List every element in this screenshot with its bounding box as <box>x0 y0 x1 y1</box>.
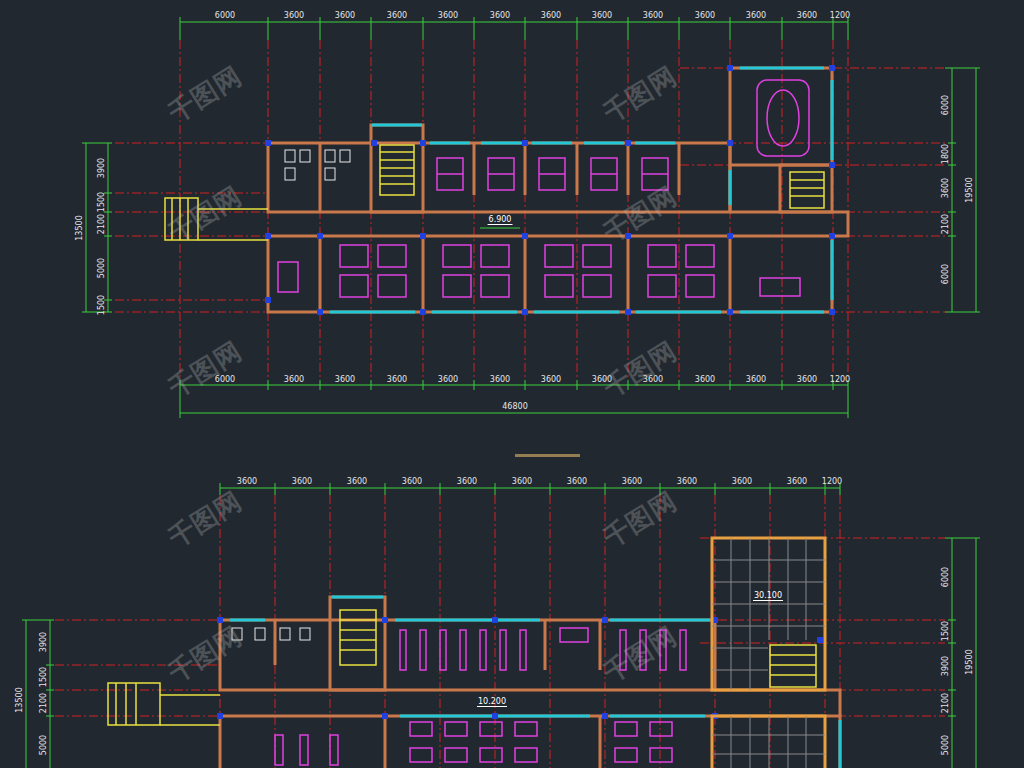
dimension-text: 3600 <box>746 375 766 384</box>
dimension-text: 5000 <box>97 258 106 278</box>
dimension-text: 3600 <box>695 11 715 20</box>
dimension-text: 3600 <box>387 375 407 384</box>
dimension-text: 2100 <box>941 214 950 234</box>
dimension-text: 1500 <box>39 667 48 687</box>
dimension-text: 3600 <box>237 477 257 486</box>
dimension-text: 19500 <box>965 649 974 674</box>
elevation-mark: 6.900 <box>488 215 513 225</box>
watermark: 千图网 <box>598 619 683 690</box>
dimension-text: 3600 <box>541 11 561 20</box>
dimension-text: 13500 <box>15 687 24 712</box>
dimension-text: 13500 <box>75 215 84 240</box>
dimension-text: 3600 <box>438 375 458 384</box>
dimension-text: 6000 <box>941 95 950 115</box>
dimension-text: 3600 <box>490 375 510 384</box>
dimension-text: 3600 <box>732 477 752 486</box>
dimension-text: 6000 <box>941 264 950 284</box>
dimension-text: 3600 <box>387 11 407 20</box>
dimension-text: 3600 <box>677 477 697 486</box>
dimension-text: 3600 <box>746 11 766 20</box>
elevation-mark: 10.200 <box>477 697 507 707</box>
dimension-text: 3600 <box>643 11 663 20</box>
dimension-text: 5000 <box>39 735 48 755</box>
dimension-text: 3600 <box>284 375 304 384</box>
watermark: 千图网 <box>163 59 248 130</box>
dimension-text: 6000 <box>941 567 950 587</box>
dimension-text: 2100 <box>97 214 106 234</box>
dimension-text: 3600 <box>941 178 950 198</box>
dimension-text: 3600 <box>567 477 587 486</box>
dimension-text: 3900 <box>941 656 950 676</box>
dimension-text: 1500 <box>941 621 950 641</box>
dimension-text: 3600 <box>512 477 532 486</box>
dimension-text: 1200 <box>822 477 842 486</box>
watermark: 千图网 <box>598 179 683 250</box>
dimension-text: 1500 <box>97 192 106 212</box>
dimension-text: 3600 <box>284 11 304 20</box>
dimension-text: 1200 <box>830 11 850 20</box>
dimension-text: 1500 <box>97 295 106 315</box>
elevation-mark: 30.100 <box>753 591 783 601</box>
dimension-text: 3600 <box>797 375 817 384</box>
dimension-text: 3900 <box>97 158 106 178</box>
dimension-text: 3600 <box>622 477 642 486</box>
watermark: 千图网 <box>598 484 683 555</box>
watermark: 千图网 <box>163 619 248 690</box>
watermark: 千图网 <box>598 59 683 130</box>
dimension-text: 3600 <box>402 477 422 486</box>
watermark: 千图网 <box>163 179 248 250</box>
watermark: 千图网 <box>163 334 248 405</box>
dimension-text: 3600 <box>797 11 817 20</box>
dimension-text: 3600 <box>335 375 355 384</box>
dimension-text: 19500 <box>965 177 974 202</box>
dimension-text: 3600 <box>787 477 807 486</box>
dimension-text: 1200 <box>830 375 850 384</box>
dimension-text: 6000 <box>215 11 235 20</box>
watermark: 千图网 <box>598 334 683 405</box>
dimension-text: 2100 <box>941 693 950 713</box>
dimension-text: 3900 <box>39 632 48 652</box>
dimension-text: 3600 <box>438 11 458 20</box>
dimension-text: 46800 <box>502 402 527 411</box>
dimension-text: 1800 <box>941 144 950 164</box>
dimension-text: 3600 <box>592 11 612 20</box>
dimension-text: 3600 <box>335 11 355 20</box>
dimension-text: 3600 <box>292 477 312 486</box>
dimension-text: 3600 <box>695 375 715 384</box>
dimension-text: 5000 <box>941 735 950 755</box>
watermark: 千图网 <box>163 484 248 555</box>
dimension-text: 3600 <box>541 375 561 384</box>
dimension-text: 3600 <box>457 477 477 486</box>
dimension-text: 2100 <box>39 693 48 713</box>
dimension-text: 3600 <box>490 11 510 20</box>
dimension-text: 3600 <box>347 477 367 486</box>
